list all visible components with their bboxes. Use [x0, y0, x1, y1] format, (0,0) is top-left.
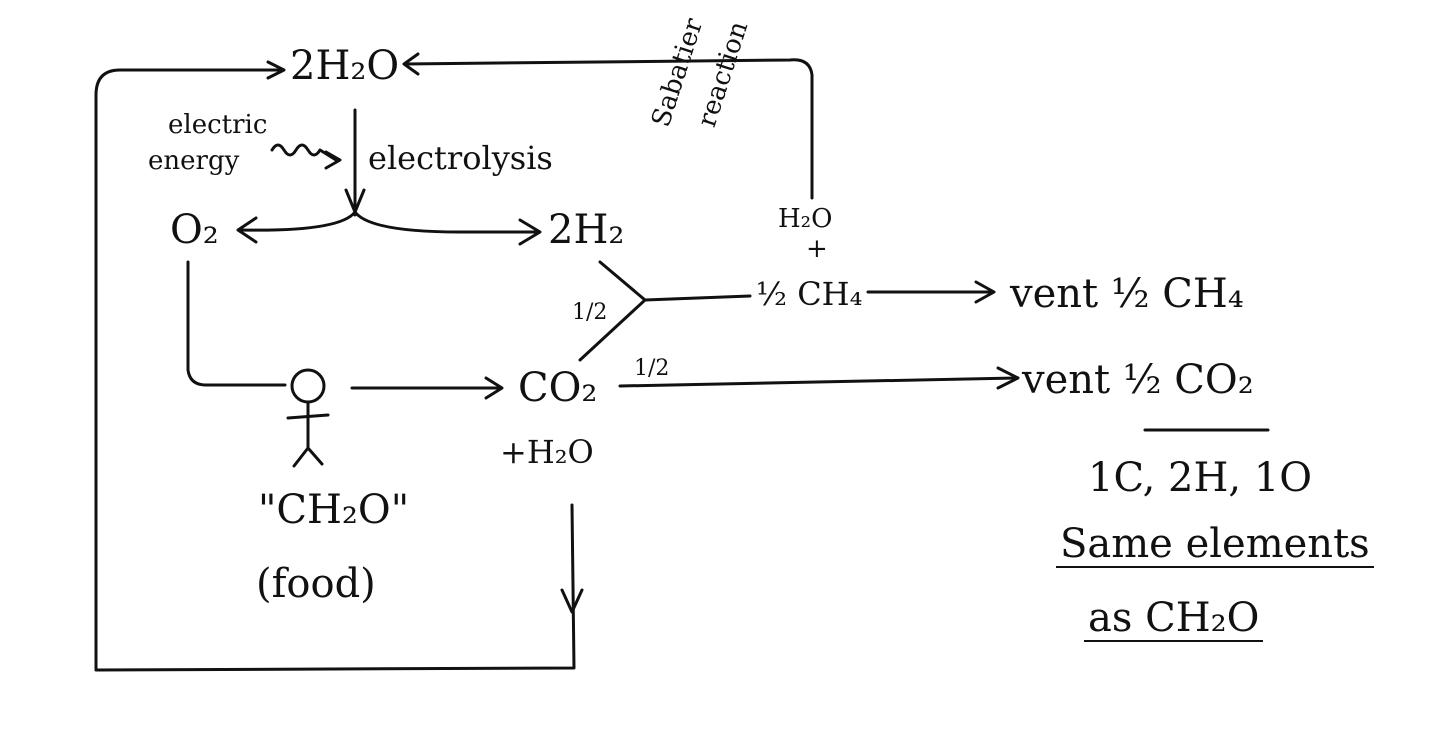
food-formula-label: "CH₂O" [258, 487, 410, 533]
sabatier-y-junction [578, 260, 752, 362]
electric-energy-squiggle [270, 143, 338, 162]
arrow-co2-down [560, 588, 584, 614]
plus-top-label: + [806, 234, 828, 264]
methane-vent-arrowhead [974, 280, 996, 304]
co2-vent-arrowhead [996, 366, 1020, 390]
oxygen-label: O₂ [170, 207, 219, 253]
hydrogen-label: 2H₂ [548, 207, 625, 253]
co2-label: CO₂ [518, 365, 598, 411]
split-fork [238, 210, 540, 234]
summary-line-3: as CH₂O [1084, 598, 1264, 642]
summary-elements: 1C, 2H, 1O [1088, 455, 1313, 501]
electrolysis-label: electrolysis [368, 139, 553, 177]
arrow-to-h2 [518, 218, 542, 246]
plus-water-label: +H₂O [500, 433, 594, 471]
stick-figure-person-icon [286, 368, 330, 468]
arrow-into-water-left [266, 60, 286, 80]
summary-line-2: Same elements [1056, 524, 1374, 568]
half-co2-split-label: 1/2 [634, 356, 670, 381]
arrow-to-o2 [236, 216, 258, 244]
vent-methane-label: vent ½ CH₄ [1010, 271, 1244, 317]
electric-energy-label-2: energy [148, 146, 240, 176]
water-product-label: H₂O [778, 204, 833, 234]
vent-co2-label: vent ½ CO₂ [1022, 357, 1254, 403]
water-top-label: 2H₂O [290, 43, 400, 89]
food-label: (food) [256, 561, 376, 607]
person-to-co2-arrowhead [484, 376, 504, 400]
electric-energy-label-1: electric [168, 110, 268, 140]
co2-vent-arrow [618, 376, 1018, 388]
loop-line-right [403, 58, 814, 200]
o2-to-person-line [186, 260, 287, 387]
loop-line-left [94, 68, 576, 672]
squiggle-arrowhead [324, 150, 342, 170]
arrow-into-water-right [402, 52, 420, 76]
half-methane-label: ½ CH₄ [756, 275, 863, 313]
half-hydrogen-label: 1/2 [572, 300, 608, 325]
